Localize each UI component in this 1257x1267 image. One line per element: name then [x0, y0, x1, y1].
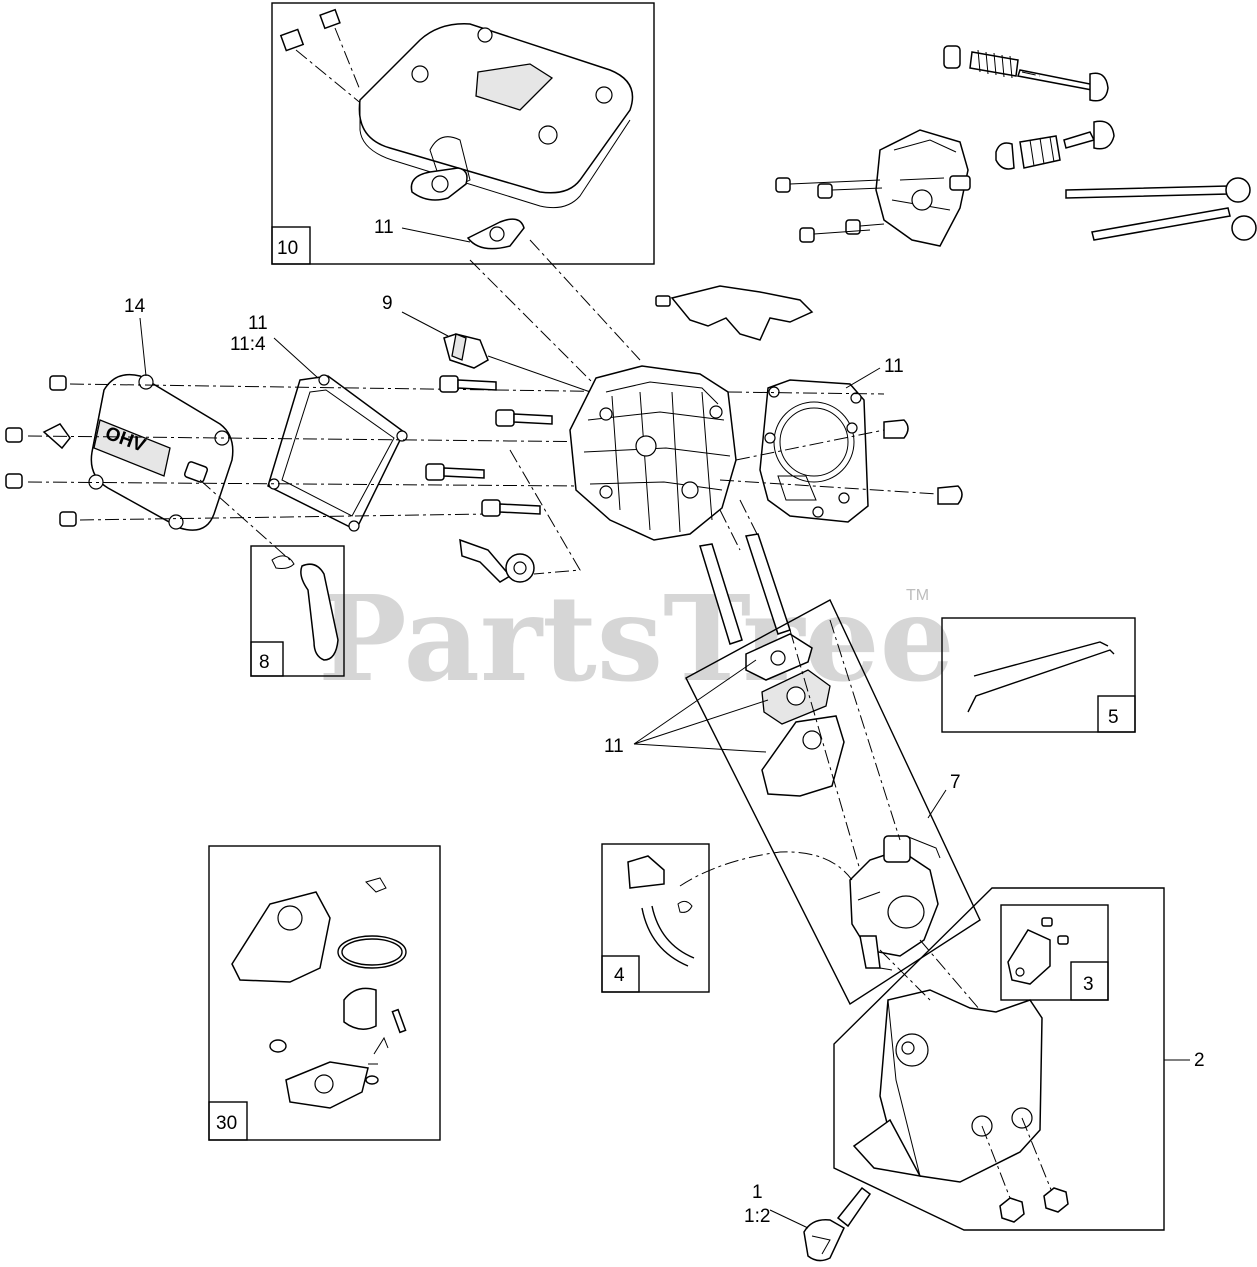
air-box[interactable]	[852, 989, 1043, 1183]
callout-9[interactable]: 9	[382, 293, 393, 314]
kit-o-ring[interactable]	[337, 935, 407, 969]
valve-cover-ohv[interactable]: OHV	[88, 373, 234, 531]
carburetor[interactable]	[849, 835, 941, 971]
baffle-plate[interactable]	[670, 285, 814, 341]
kit-box-5-number: 5	[1108, 707, 1119, 728]
intake-stud[interactable]	[699, 543, 743, 645]
kit-box-8[interactable]: 8	[199, 479, 345, 677]
shutoff-valve[interactable]	[1007, 929, 1051, 985]
cylinder-head[interactable]	[569, 365, 737, 541]
kit-box-4[interactable]: 4	[601, 843, 710, 993]
air-box-nuts[interactable]	[999, 1187, 1069, 1223]
kit-box-4-number: 4	[614, 965, 625, 986]
callout-11-gasket[interactable]: 11	[248, 313, 268, 334]
fuel-line-clamp[interactable]	[627, 855, 665, 889]
callout-7[interactable]: 7	[950, 772, 961, 793]
breather-hose[interactable]	[300, 563, 339, 661]
callout-11-4-gasket[interactable]: 11:4	[230, 334, 266, 355]
callout-1[interactable]: 1	[752, 1182, 763, 1203]
callout-1-2[interactable]: 1:2	[744, 1206, 770, 1227]
partstree-watermark: PartsTree	[318, 569, 955, 708]
fuel-line[interactable]	[641, 907, 689, 967]
cover-bolt[interactable]	[279, 8, 341, 52]
valve-cover-top[interactable]	[358, 23, 634, 209]
kit-box-8-number: 8	[259, 652, 270, 673]
valve-cover-bolts[interactable]	[5, 375, 77, 527]
kit-box-3[interactable]: 3	[1000, 904, 1109, 1001]
valve-cover-gasket[interactable]	[267, 374, 408, 532]
valve-train-assembly[interactable]	[775, 45, 1257, 247]
kit-box-10[interactable]: 10 11	[271, 2, 655, 265]
throttle-rod[interactable]	[973, 641, 1109, 677]
head-bracket[interactable]	[459, 538, 512, 583]
carburetor-assembly-frame[interactable]	[685, 599, 981, 1006]
kit-box-10-number: 10	[277, 238, 298, 259]
air-box-frame[interactable]	[833, 887, 1165, 1231]
dowel-pin[interactable]	[937, 485, 963, 505]
dowel-pin[interactable]	[883, 419, 909, 439]
ignition-key[interactable]	[803, 1186, 872, 1262]
kit-float-bowl-part[interactable]	[343, 987, 377, 1030]
rocker-bolts[interactable]	[775, 177, 885, 243]
kit-box-5[interactable]: 5	[941, 617, 1136, 733]
callout-11-carb-gaskets[interactable]: 11	[604, 736, 624, 757]
kit-box-3-number: 3	[1083, 974, 1094, 995]
choke-rod[interactable]	[967, 649, 1115, 713]
head-gasket[interactable]	[759, 379, 869, 523]
head-bolts[interactable]	[425, 375, 553, 517]
callout-11-head-gasket[interactable]: 11	[884, 356, 904, 377]
callout-14[interactable]: 14	[124, 296, 146, 317]
kit-box-30-number: 30	[216, 1113, 237, 1134]
spark-plug[interactable]	[443, 333, 597, 395]
callout-11-cover[interactable]: 11	[374, 217, 394, 238]
kit-box-30[interactable]: 30	[208, 845, 441, 1141]
watermark-trademark: TM	[906, 587, 929, 604]
kit-gasket-large[interactable]	[231, 891, 331, 983]
callout-2[interactable]: 2	[1194, 1050, 1205, 1071]
